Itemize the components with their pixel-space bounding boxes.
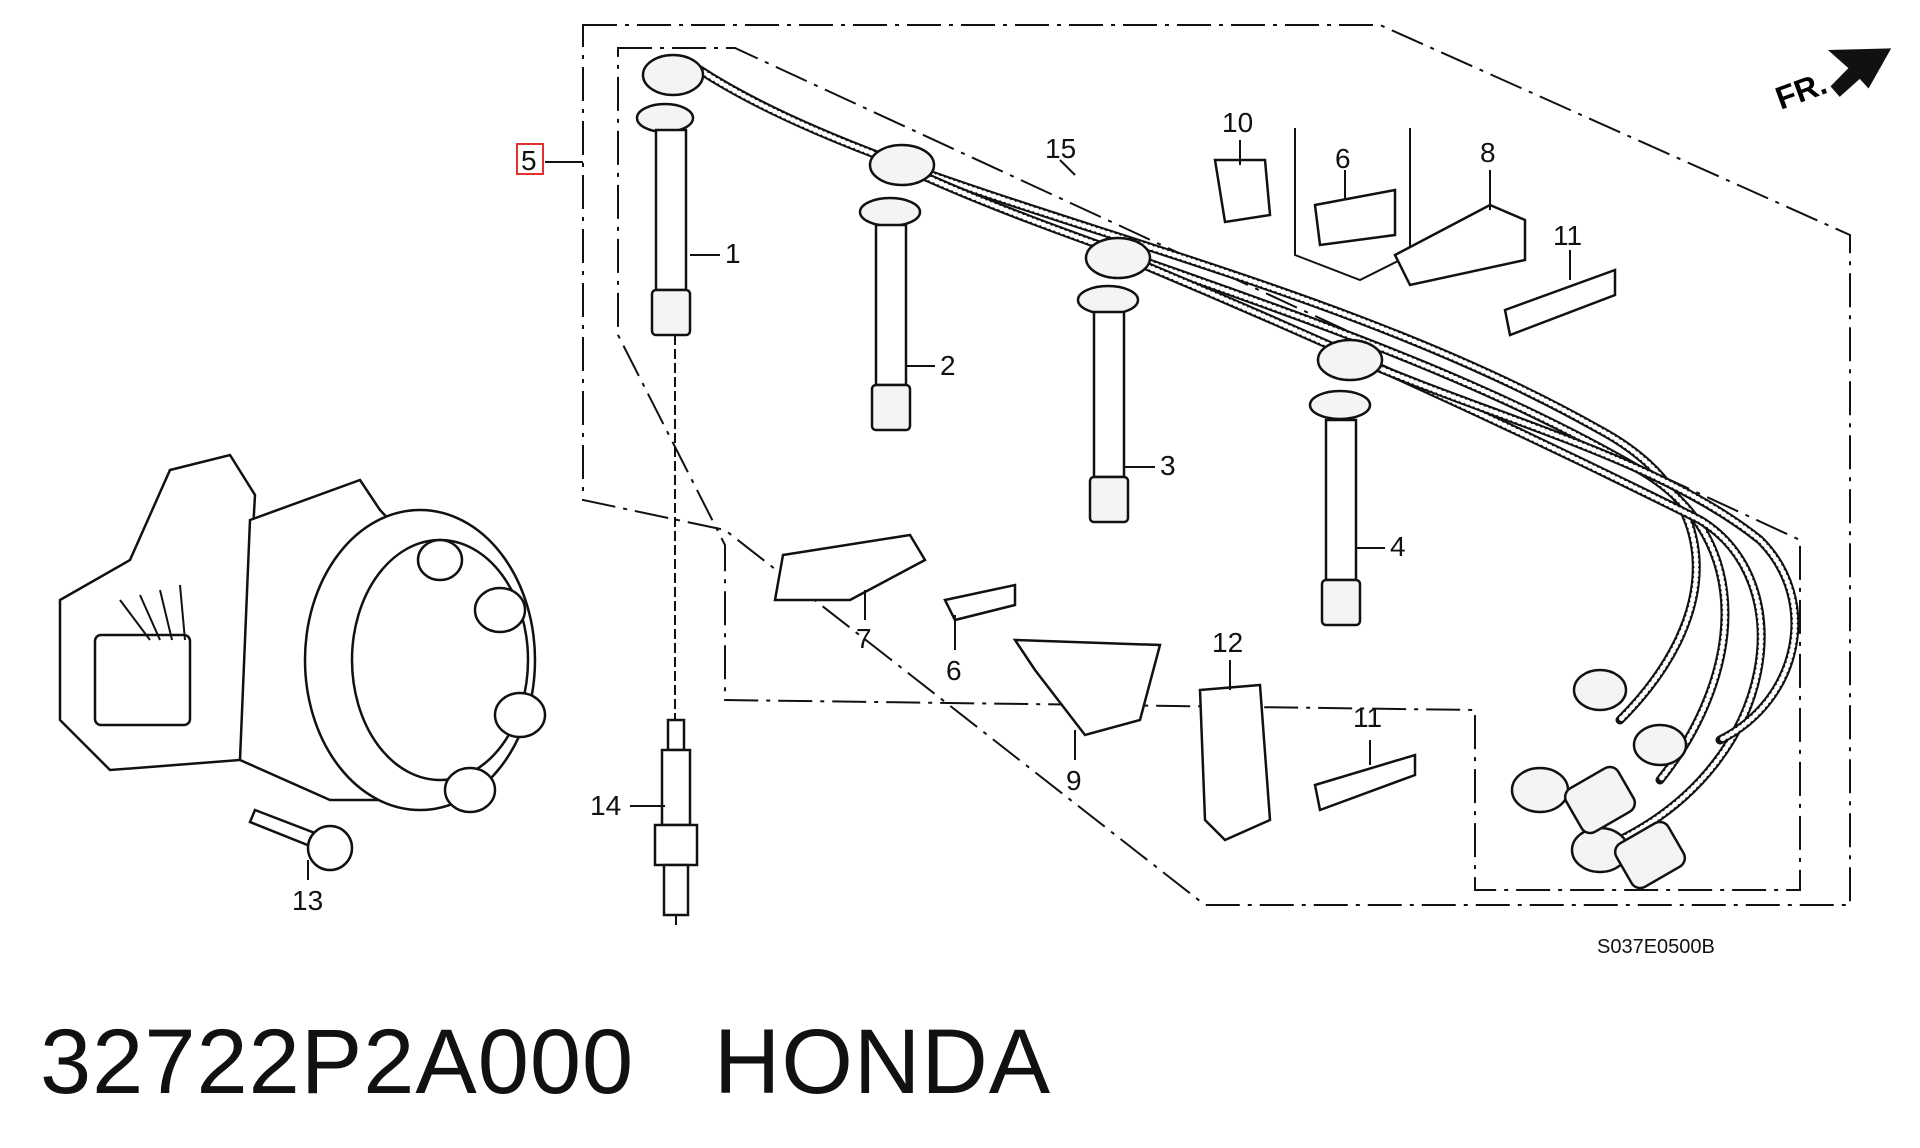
plug-lead-4 <box>1308 338 1384 627</box>
parts-diagram: FR. 5 1 2 3 4 15 10 6 8 11 7 6 9 12 11 1… <box>58 24 1892 958</box>
clamp-6-mid <box>943 583 1017 622</box>
plug-lead-2 <box>858 143 936 432</box>
holder-8 <box>1393 203 1527 287</box>
callout-12: 12 <box>1212 627 1243 658</box>
holder-9 <box>1012 638 1162 737</box>
page-caption: 32722P2A000 HONDA <box>40 1010 1051 1115</box>
plug-lead-1 <box>635 53 705 337</box>
callout-11-bottom: 11 <box>1353 702 1382 733</box>
callout-8: 8 <box>1480 137 1496 168</box>
clamp-6-top <box>1294 128 1411 282</box>
callout-9: 9 <box>1066 765 1082 796</box>
callout-1: 1 <box>725 238 741 269</box>
callout-14: 14 <box>590 790 621 821</box>
callout-2: 2 <box>940 350 956 381</box>
brand-name: HONDA <box>713 1011 1052 1113</box>
distributor-boots <box>1510 668 1688 890</box>
callout-6-mid: 6 <box>946 655 962 686</box>
leader-lines <box>307 140 1571 880</box>
diagram-code: S037E0500B <box>1597 936 1715 958</box>
bolt <box>248 808 354 872</box>
callout-6-top: 6 <box>1335 143 1351 174</box>
callout-11-top: 11 <box>1553 220 1582 251</box>
callout-4: 4 <box>1390 531 1406 562</box>
distributor <box>58 453 547 814</box>
assembly-frame-inner <box>617 47 1801 891</box>
part-number: 32722P2A000 <box>40 1011 635 1113</box>
plug-lead-3 <box>1076 236 1152 524</box>
holder-7 <box>773 533 927 602</box>
spark-plug <box>653 335 699 925</box>
callout-3: 3 <box>1160 450 1176 481</box>
callout-15: 15 <box>1045 133 1076 164</box>
holder-12 <box>1198 683 1272 842</box>
front-label: FR. <box>1771 65 1832 116</box>
callout-5: 5 <box>521 145 537 176</box>
clamp-11-top <box>1503 268 1617 337</box>
ignition-wires <box>695 65 1800 845</box>
clamp-11-bottom <box>1313 753 1417 812</box>
clamp-10 <box>1213 158 1272 224</box>
caption-separator <box>634 1011 714 1113</box>
highlight-box <box>516 143 544 175</box>
callout-10: 10 <box>1222 107 1253 138</box>
front-arrow: FR. <box>1771 48 1892 116</box>
assembly-frame-outer <box>582 24 1851 906</box>
callout-7: 7 <box>856 623 872 654</box>
callout-13: 13 <box>292 885 323 916</box>
